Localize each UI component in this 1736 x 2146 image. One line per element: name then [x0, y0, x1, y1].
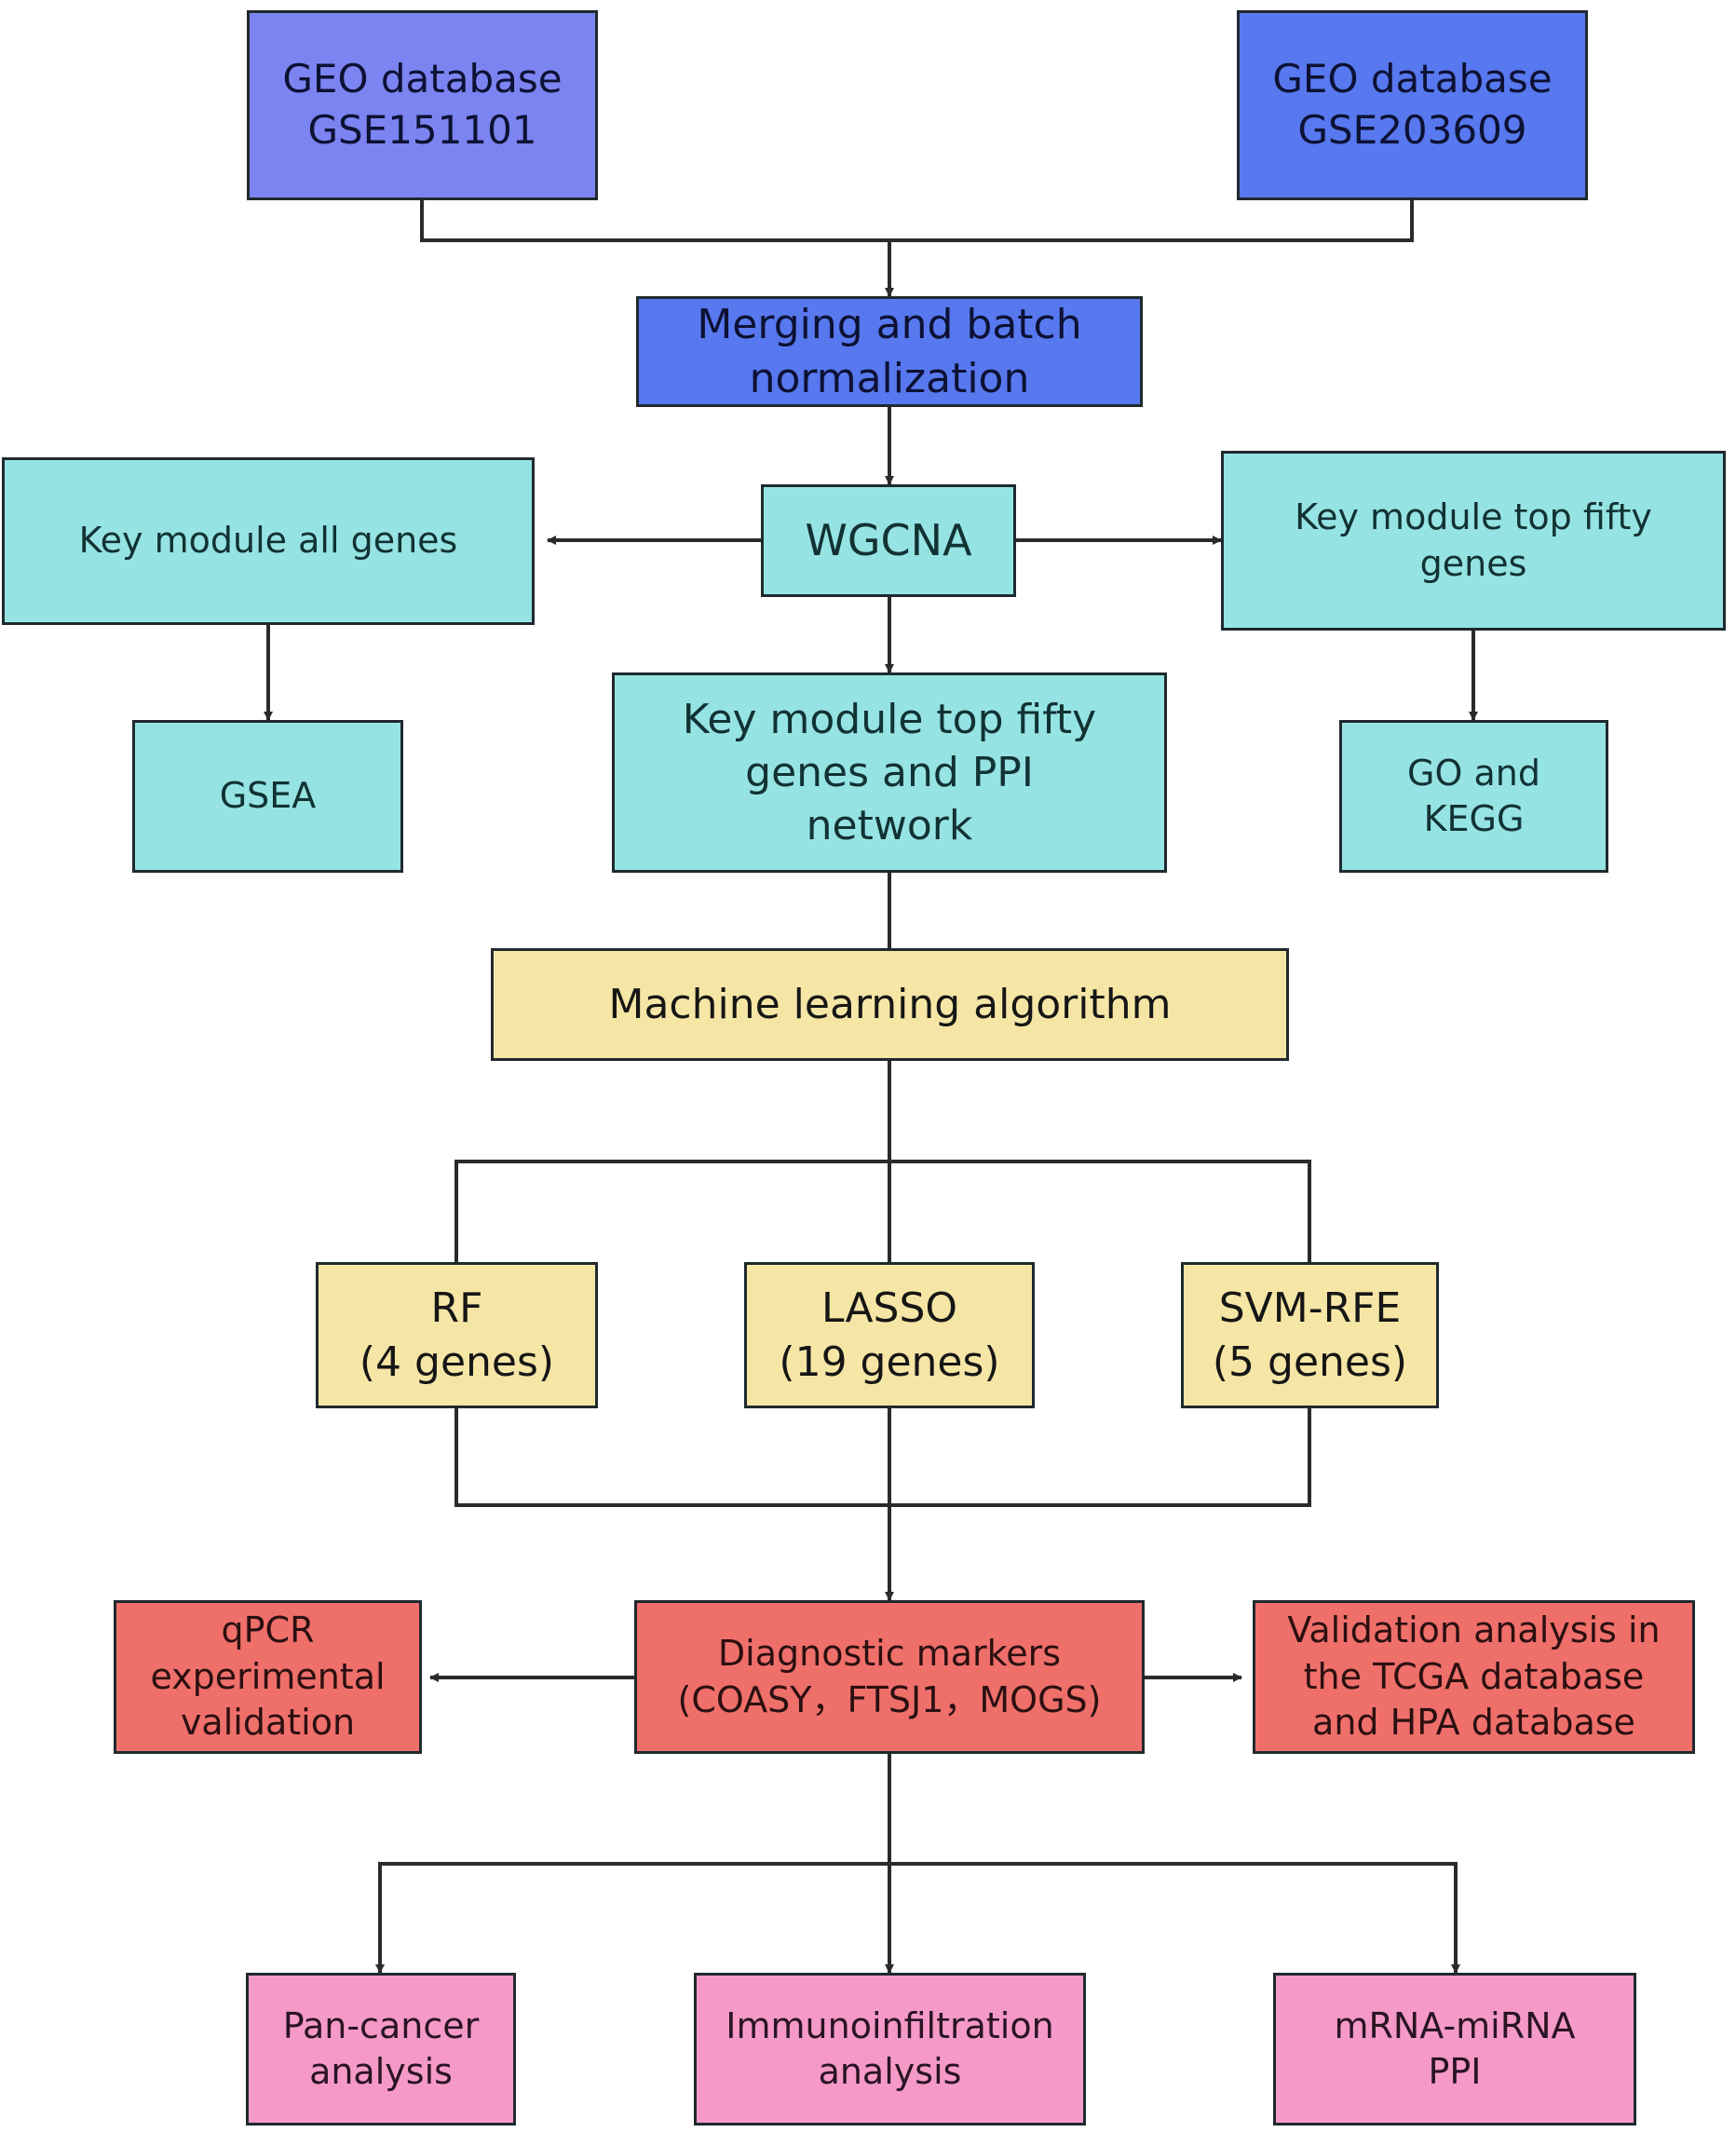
- pan-cancer-box: Pan-cancer analysis: [246, 1973, 516, 2126]
- mrna-mirna-box: mRNA-miRNA PPI: [1273, 1973, 1636, 2126]
- diagnostic-markers-label: Diagnostic markers (COASY，FTSJ1，MOGS): [677, 1633, 1102, 1720]
- geo-gse203609-box: GEO database GSE203609: [1237, 10, 1588, 200]
- gsea-box: GSEA: [132, 720, 403, 873]
- machine-learning-box: Machine learning algorithm: [491, 948, 1289, 1061]
- merging-label: Merging and batch normalization: [697, 301, 1082, 402]
- key-all-genes-label: Key module all genes: [78, 520, 458, 562]
- merging-box: Merging and batch normalization: [636, 296, 1143, 407]
- lasso-label: LASSO (19 genes): [779, 1284, 1000, 1386]
- key-top-fifty-label: Key module top fifty genes: [1295, 496, 1652, 584]
- machine-learning-label: Machine learning algorithm: [608, 980, 1172, 1028]
- qpcr-label: qPCR experimental validation: [150, 1610, 386, 1744]
- geo-gse151101-label: GEO database GSE151101: [282, 56, 563, 153]
- rf-box: RF (4 genes): [316, 1262, 598, 1408]
- qpcr-box: qPCR experimental validation: [114, 1600, 422, 1754]
- go-kegg-label: GO and KEGG: [1407, 752, 1540, 839]
- connector-ml-branches: [454, 1160, 1311, 1262]
- svm-rfe-label: SVM-RFE (5 genes): [1212, 1284, 1408, 1386]
- key-top-fifty-ppi-box: Key module top fifty genes and PPI netwo…: [612, 672, 1167, 873]
- wgcna-box: WGCNA: [761, 484, 1016, 597]
- svm-rfe-box: SVM-RFE (5 genes): [1181, 1262, 1439, 1408]
- geo-gse203609-label: GEO database GSE203609: [1272, 56, 1553, 153]
- rf-label: RF (4 genes): [359, 1284, 555, 1386]
- go-kegg-box: GO and KEGG: [1339, 720, 1608, 873]
- diagnostic-markers-box: Diagnostic markers (COASY，FTSJ1，MOGS): [634, 1600, 1145, 1754]
- validation-tcga-label: Validation analysis in the TCGA database…: [1287, 1610, 1661, 1744]
- connector-geo-left: [420, 200, 889, 242]
- mrna-mirna-label: mRNA-miRNA PPI: [1334, 2004, 1576, 2092]
- geo-gse151101-box: GEO database GSE151101: [247, 10, 598, 200]
- gsea-label: GSEA: [219, 775, 317, 817]
- key-all-genes-box: Key module all genes: [2, 457, 535, 625]
- connector-geo-right: [889, 200, 1414, 242]
- connector-methods-merge: [454, 1408, 1311, 1507]
- lasso-box: LASSO (19 genes): [744, 1262, 1035, 1408]
- immunoinfiltration-box: Immunoinfiltration analysis: [694, 1973, 1086, 2126]
- immunoinfiltration-label: Immunoinfiltration analysis: [726, 2004, 1054, 2092]
- validation-tcga-box: Validation analysis in the TCGA database…: [1253, 1600, 1695, 1754]
- arrow-to-pan-cancer: [375, 1862, 889, 1974]
- key-top-fifty-ppi-label: Key module top fifty genes and PPI netwo…: [682, 695, 1097, 850]
- key-top-fifty-box: Key module top fifty genes: [1221, 451, 1726, 631]
- arrow-to-mrna: [889, 1862, 1460, 1974]
- wgcna-label: WGCNA: [805, 514, 972, 565]
- pan-cancer-label: Pan-cancer analysis: [282, 2004, 480, 2092]
